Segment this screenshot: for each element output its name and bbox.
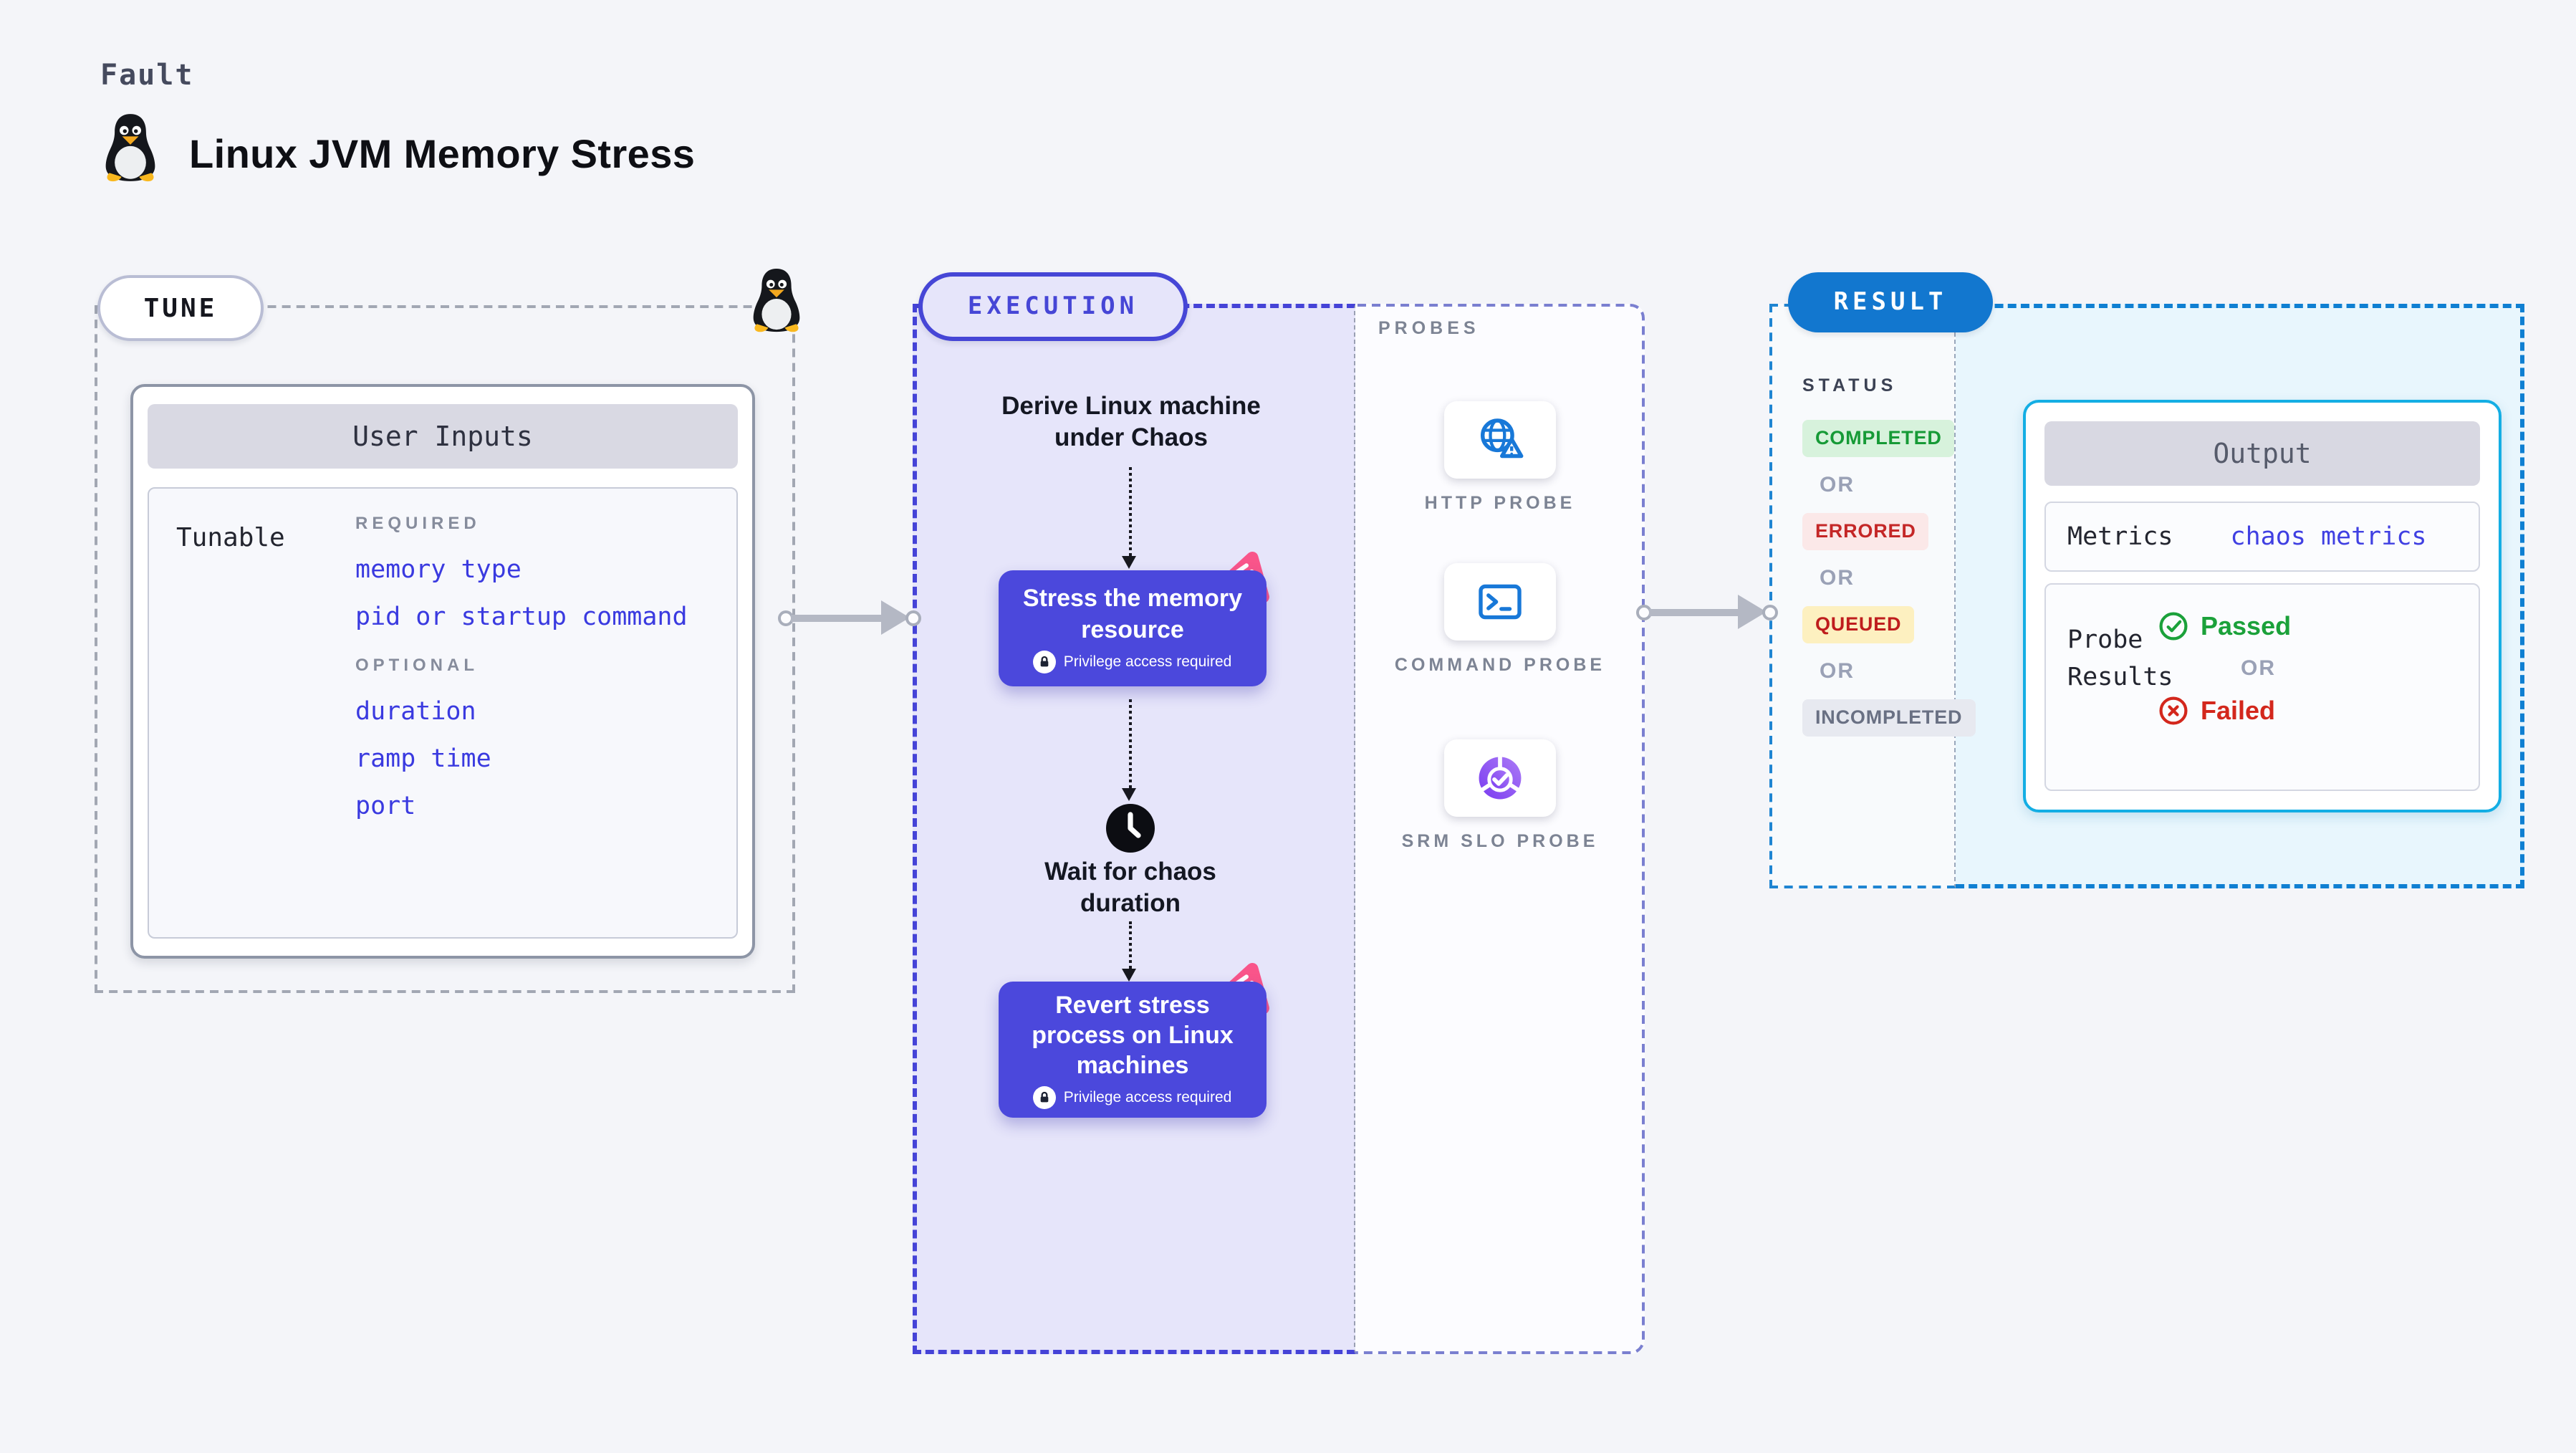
privilege-label: Privilege access required: [1063, 653, 1232, 671]
terminal-icon: [1479, 584, 1522, 620]
srm-slo-probe-card[interactable]: [1444, 739, 1556, 817]
globe-alert-icon: [1481, 418, 1524, 459]
output-title: Output: [2044, 421, 2480, 486]
tunable-link-port[interactable]: port: [355, 792, 416, 821]
linux-tux-icon: [105, 114, 155, 182]
flow-arrow-down: [1122, 921, 1136, 982]
status-badge-incompleted: INCOMPLETED: [1802, 699, 1976, 737]
clock-icon: [1106, 804, 1155, 853]
donut-check-icon: [1479, 755, 1522, 800]
connector-node: [1762, 604, 1778, 620]
stress-step-card[interactable]: Stress the memory resource Privilege acc…: [999, 570, 1267, 686]
probe-results-row: Probe Results Passed OR Failed: [2044, 583, 2480, 791]
stress-step-title: Stress the memory resource: [1022, 585, 1243, 643]
or-separator: OR: [2241, 656, 2276, 681]
lock-icon: [1033, 1086, 1057, 1110]
srm-slo-probe-label: SRM SLO PROBE: [1401, 831, 1599, 851]
status-heading: STATUS: [1802, 375, 1898, 395]
tunable-inputs-list: REQUIRED memory type pid or startup comm…: [355, 500, 688, 821]
page-title: Linux JVM Memory Stress: [189, 132, 696, 176]
tune-pill: TUNE: [97, 275, 264, 341]
user-inputs-body: Tunable REQUIRED memory type pid or star…: [148, 487, 738, 939]
optional-heading: OPTIONAL: [355, 655, 479, 675]
required-heading: REQUIRED: [355, 513, 481, 533]
command-probe-card[interactable]: [1444, 563, 1556, 641]
passed-row: Passed: [2158, 608, 2291, 645]
metrics-row: Metrics chaos metrics: [2044, 502, 2480, 572]
user-inputs-title: User Inputs: [148, 404, 738, 469]
failed-row: Failed: [2158, 692, 2275, 729]
result-status-panel: [1769, 304, 1956, 888]
status-badge-queued: QUEUED: [1802, 606, 1915, 643]
tune-to-execution-arrow: [778, 599, 921, 636]
check-circle-icon: [2159, 612, 2188, 641]
passed-label: Passed: [2201, 611, 2292, 640]
command-probe-label: COMMAND PROBE: [1394, 655, 1606, 675]
privilege-label: Privilege access required: [1063, 1089, 1232, 1107]
execution-to-result-arrow: [1636, 593, 1778, 630]
privilege-row: Privilege access required: [1033, 1086, 1232, 1110]
or-separator: OR: [1820, 659, 1855, 684]
x-circle-icon: [2159, 696, 2188, 725]
connector-node: [905, 610, 921, 625]
flow-arrow-down: [1122, 699, 1136, 801]
probes-heading: PROBES: [1378, 318, 1480, 338]
revert-step-title: Revert stress process on Linux machines: [1032, 991, 1234, 1080]
tunable-link-memory-type[interactable]: memory type: [355, 556, 522, 585]
linux-tux-icon: [753, 268, 800, 332]
metrics-label: Metrics: [2067, 522, 2173, 551]
derive-step-label: Derive Linux machine under Chaos: [1001, 391, 1261, 452]
probe-results-values: Passed OR Failed: [2158, 608, 2291, 729]
lock-icon: [1033, 650, 1057, 673]
status-badge-errored: ERRORED: [1802, 513, 1929, 550]
revert-step-card[interactable]: Revert stress process on Linux machines …: [999, 982, 1267, 1118]
arrow-head: [1738, 595, 1767, 629]
tunable-link-ramp-time[interactable]: ramp time: [355, 745, 491, 774]
result-pill: RESULT: [1788, 272, 1993, 332]
tune-section: [95, 305, 795, 993]
arrow-head: [881, 600, 910, 635]
fault-eyebrow: Fault: [100, 57, 194, 92]
status-list: COMPLETED OR ERRORED OR QUEUED OR INCOMP…: [1802, 420, 1976, 737]
probe-results-label: Probe Results: [2067, 626, 2173, 693]
chaos-metrics-link[interactable]: chaos metrics: [2230, 522, 2427, 551]
user-inputs-card: User Inputs Tunable REQUIRED memory type…: [130, 384, 755, 959]
status-badge-completed: COMPLETED: [1802, 420, 1955, 457]
arrow-shaft: [1649, 608, 1741, 615]
flow-arrow-down: [1122, 467, 1136, 569]
tunable-label: Tunable: [176, 523, 285, 553]
wait-step-label: Wait for chaos duration: [1044, 857, 1216, 917]
tunable-link-pid-or-startup-command[interactable]: pid or startup command: [355, 603, 688, 632]
arrow-shaft: [791, 614, 884, 621]
or-separator: OR: [1820, 473, 1855, 497]
privilege-row: Privilege access required: [1033, 650, 1232, 673]
tunable-link-duration[interactable]: duration: [355, 698, 476, 726]
execution-pill: EXECUTION: [918, 272, 1188, 341]
or-separator: OR: [1820, 566, 1855, 590]
failed-label: Failed: [2201, 696, 2276, 724]
output-card: Output Metrics chaos metrics Probe Resul…: [2023, 400, 2501, 812]
http-probe-card[interactable]: [1444, 401, 1556, 479]
http-probe-label: HTTP PROBE: [1424, 493, 1576, 513]
